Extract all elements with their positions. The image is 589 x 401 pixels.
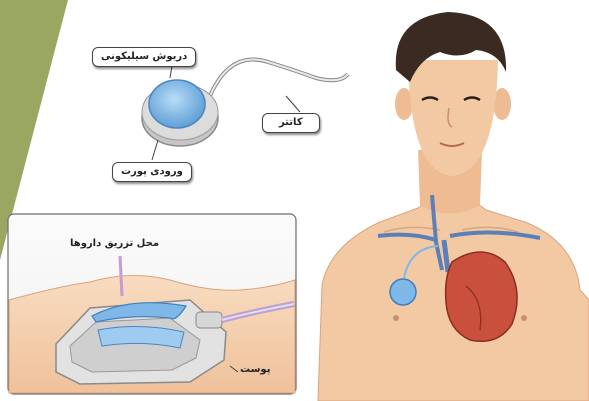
leader-septum (170, 66, 172, 78)
inset-outlet (196, 312, 222, 328)
injection-needle (120, 256, 122, 296)
leader-port (152, 140, 158, 160)
label-injection-site: محل تزریق داروها (70, 238, 159, 249)
label-silicone-septum: دریوش سیلیکونی (92, 47, 196, 67)
port-device-illustration (142, 60, 348, 160)
silicone-septum (149, 80, 205, 128)
label-catheter: کاتتر (262, 113, 320, 133)
person-figure (318, 12, 589, 401)
nipple-right (521, 315, 527, 321)
label-port-inlet: ورودی پورت (112, 162, 192, 182)
chest-port (390, 279, 416, 305)
heart (446, 252, 518, 341)
leader-catheter (286, 96, 300, 112)
nipple-left (393, 315, 399, 321)
label-skin: پوست (240, 364, 270, 375)
